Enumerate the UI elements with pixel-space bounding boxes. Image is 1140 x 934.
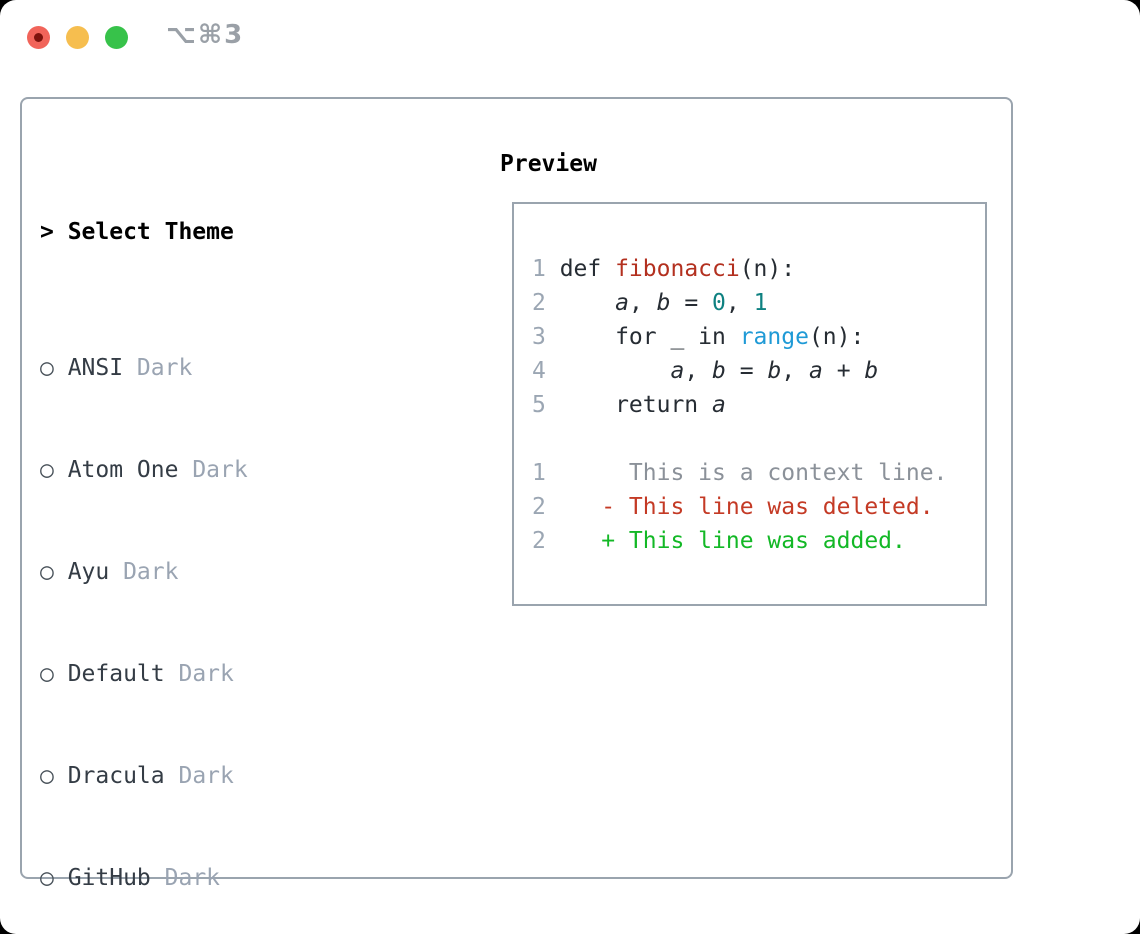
- variable: a: [670, 358, 685, 384]
- diff-deleted-line: 2 - This line was deleted.: [532, 490, 985, 524]
- code-text: ,: [684, 358, 713, 384]
- number-literal: 1: [753, 290, 768, 316]
- theme-option-default-dark[interactable]: ○ Default Dark: [40, 657, 428, 691]
- line-number: 4: [532, 358, 546, 384]
- code-text: [560, 290, 615, 316]
- theme-variant-tag: Dark: [178, 763, 234, 789]
- diff-added-line: 2 + This line was added.: [532, 524, 985, 558]
- number-literal: 0: [712, 290, 726, 316]
- variable: b: [767, 358, 782, 384]
- theme-name: Atom One: [67, 457, 179, 483]
- prompt-icon: >: [40, 219, 54, 245]
- close-button[interactable]: [27, 26, 50, 49]
- variable: b: [864, 358, 879, 384]
- builtin-function: range: [739, 324, 809, 350]
- maximize-button[interactable]: [105, 26, 128, 49]
- code-text: def: [559, 256, 616, 282]
- theme-name: Dracula: [67, 763, 165, 789]
- select-theme-label: Select Theme: [67, 219, 234, 245]
- line-number: 3: [532, 324, 546, 350]
- theme-option-atom-one-dark[interactable]: ○ Atom One Dark: [40, 453, 428, 487]
- radio-icon: ○: [40, 457, 54, 483]
- line-number: 2: [532, 494, 546, 520]
- theme-name: Default: [67, 661, 165, 687]
- code-line: 2 a, b = 0, 1: [532, 286, 985, 320]
- code-text: return: [559, 392, 713, 418]
- theme-name: ANSI: [67, 355, 124, 381]
- radio-icon: ○: [40, 661, 54, 687]
- variable: b: [712, 358, 726, 384]
- variable: b: [656, 290, 671, 316]
- code-line: 3 for _ in range(n):: [532, 320, 985, 354]
- minimize-button[interactable]: [66, 26, 89, 49]
- theme-variant-tag: Dark: [123, 559, 179, 585]
- context-text: This is a context line.: [559, 460, 948, 486]
- line-number: 1: [532, 460, 546, 486]
- blank-line: [532, 422, 985, 456]
- variable: a: [615, 290, 629, 316]
- variable: a: [809, 358, 823, 384]
- theme-option-github-dark[interactable]: ○ GitHub Dark: [40, 861, 428, 895]
- code-text: ,: [725, 290, 754, 316]
- line-number: 5: [532, 392, 546, 418]
- line-number: 2: [532, 528, 546, 554]
- added-text: + This line was added.: [559, 528, 906, 554]
- code-line: 4 a, b = b, a + b: [532, 354, 985, 388]
- theme-variant-tag: Dark: [192, 457, 248, 483]
- deleted-text: - This line was deleted.: [559, 494, 934, 520]
- code-text: =: [725, 358, 768, 384]
- radio-icon: ○: [40, 559, 54, 585]
- preview-heading: Preview: [500, 151, 597, 177]
- code-line: 5 return a: [532, 388, 985, 422]
- diff-context-line: 1 This is a context line.: [532, 456, 985, 490]
- code-text: ,: [781, 358, 809, 384]
- code-text: ,: [628, 290, 657, 316]
- line-number: 2: [532, 290, 546, 316]
- line-number: 1: [532, 256, 546, 282]
- close-dot-icon: [34, 33, 43, 42]
- code-line: 1 def fibonacci(n):: [532, 252, 985, 286]
- theme-option-ayu-dark[interactable]: ○ Ayu Dark: [40, 555, 428, 589]
- radio-icon: ○: [40, 355, 54, 381]
- theme-name: GitHub: [67, 865, 151, 891]
- theme-option-dracula-dark[interactable]: ○ Dracula Dark: [40, 759, 428, 793]
- variable: a: [712, 392, 726, 418]
- theme-variant-tag: Dark: [136, 355, 193, 381]
- code-text: (n):: [739, 256, 796, 282]
- select-theme-header: > Select Theme: [40, 215, 428, 249]
- theme-name: Ayu: [67, 559, 110, 585]
- function-name: fibonacci: [615, 256, 740, 282]
- code-text: [560, 358, 671, 384]
- radio-icon: ○: [40, 865, 54, 891]
- theme-variant-tag: Dark: [178, 661, 234, 687]
- radio-icon: ○: [40, 763, 54, 789]
- window-title: ⌥⌘3: [166, 20, 245, 50]
- code-text: (n):: [808, 324, 865, 350]
- code-text: for _ in: [559, 324, 740, 350]
- code-text: =: [670, 290, 713, 316]
- code-text: +: [822, 358, 865, 384]
- theme-option-ansi-dark[interactable]: ○ ANSI Dark: [40, 351, 428, 385]
- theme-variant-tag: Dark: [164, 865, 221, 891]
